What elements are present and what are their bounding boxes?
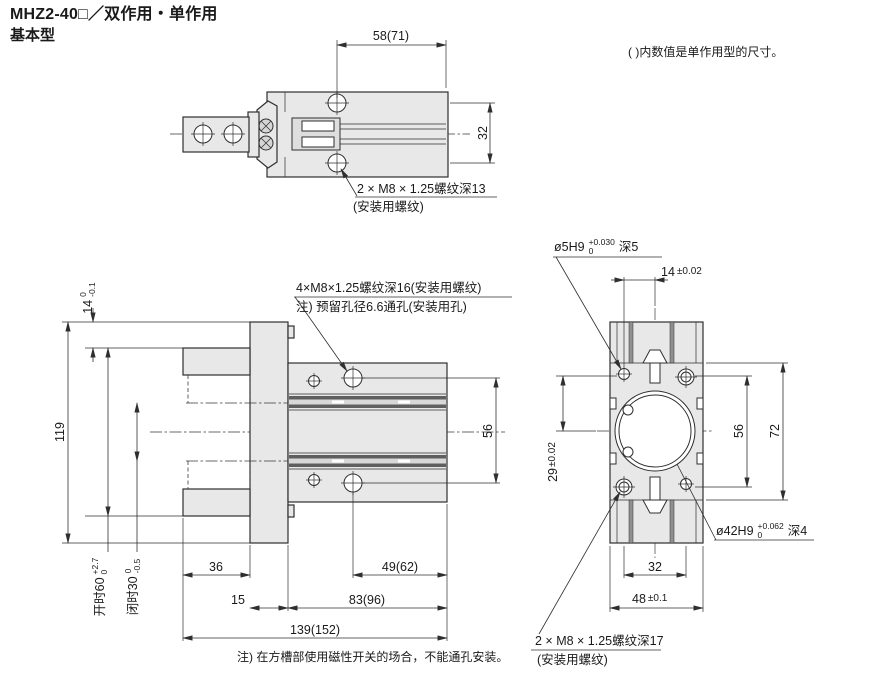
label-4xm8: 4×M8×1.25螺纹深16(安装用螺纹)	[296, 281, 482, 295]
switch-groove	[289, 393, 446, 411]
finger-bottom	[182, 488, 251, 517]
top-view	[170, 40, 497, 198]
center-bore	[614, 390, 696, 472]
dim-58-71: 58(71)	[372, 29, 410, 43]
bore-depth: 深4	[787, 523, 808, 538]
dim-36: 36	[209, 560, 223, 574]
thread-label-13: 2 × M8 × 1.25螺纹深13	[357, 182, 486, 196]
dim-14-side: 14±0.02	[661, 265, 702, 279]
dim-15: 15	[231, 593, 245, 607]
pin-depth: 深5	[618, 239, 639, 254]
bore-diameter: ø42H9	[716, 523, 754, 538]
dim-83-96: 83(96)	[348, 593, 386, 607]
thread-label-17: 2 × M8 × 1.25螺纹深17	[535, 634, 664, 648]
note-bottom: 注) 在方槽部使用磁性开关的场合，不能通孔安装。	[237, 650, 509, 664]
dim-49-62: 49(62)	[381, 560, 419, 574]
dim-closed-value: 闭时30	[125, 576, 140, 616]
dim-32-topview: 32	[475, 126, 490, 140]
note-single-acting: ( )内数值是单作用型的尺寸。	[628, 45, 784, 59]
finger-top	[182, 347, 251, 376]
dim-29: 29±0.02	[545, 442, 560, 482]
page-title: MHZ2-40□／双作用・单作用	[10, 6, 218, 23]
dim-119: 119	[52, 422, 67, 442]
front-view	[62, 296, 512, 641]
switch-groove	[289, 452, 446, 470]
dim-14-value: 14	[80, 299, 95, 314]
page-subtitle: 基本型	[10, 27, 56, 44]
dim-139-152: 139(152)	[289, 623, 341, 637]
dim-56-front: 56	[480, 424, 495, 438]
dim-32-side: 32	[648, 560, 662, 574]
dim-72: 72	[767, 424, 782, 438]
thread-note-17: (安装用螺纹)	[537, 653, 608, 667]
dim-48: 48±0.1	[632, 592, 668, 606]
label-through-hole: 注) 预留孔径6.6通孔(安装用孔)	[296, 300, 467, 314]
pin-diameter: ø5H9	[554, 239, 585, 254]
front-view-flange	[249, 321, 289, 544]
side-view	[531, 256, 814, 651]
dim-open-value: 开时60	[92, 577, 107, 617]
thread-note-13: (安装用螺纹)	[353, 200, 424, 214]
top-view-finger-plate	[256, 100, 278, 169]
dim-56-side: 56	[731, 424, 746, 438]
